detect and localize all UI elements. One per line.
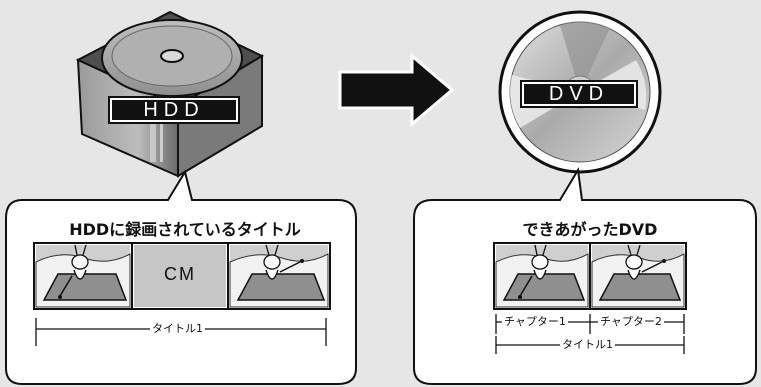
commercial-segment xyxy=(134,245,226,307)
left-film-strip xyxy=(33,242,331,310)
dvd-label: DVD xyxy=(522,82,636,106)
scene-thumbnail xyxy=(229,244,329,308)
scene-thumbnail xyxy=(35,244,131,308)
scene-thumbnail xyxy=(495,244,589,308)
left-title-span-label: タイトル1 xyxy=(150,322,205,336)
left-panel-title: HDDに録画されているタイトル xyxy=(69,220,301,239)
scene-thumbnail xyxy=(591,244,685,308)
chapter1-label: チャプター1 xyxy=(502,315,568,329)
arrow-icon xyxy=(338,52,455,128)
hdd-icon xyxy=(75,10,265,178)
hdd-label: HDD xyxy=(110,98,238,122)
right-title-span-label: タイトル1 xyxy=(560,338,615,352)
right-panel-title: できあがったDVD xyxy=(522,220,658,239)
chapter2-label: チャプター2 xyxy=(598,315,664,329)
right-film-strip xyxy=(493,242,687,310)
cm-label: CM xyxy=(164,264,196,284)
dvd-label-badge: DVD xyxy=(520,80,638,108)
hdd-label-badge: HDD xyxy=(108,96,240,124)
